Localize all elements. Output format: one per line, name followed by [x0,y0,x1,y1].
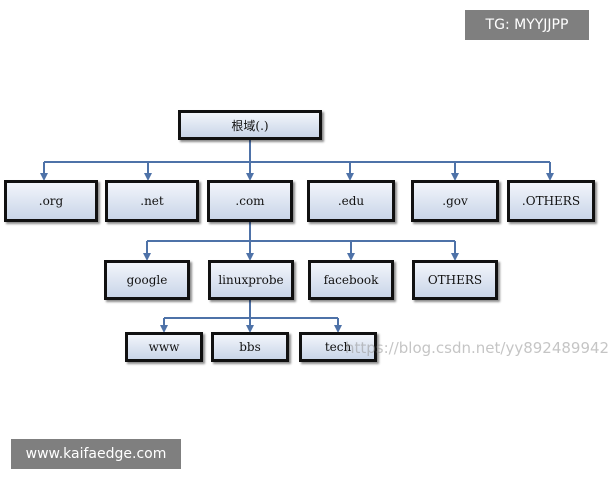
domain-label: linuxprobe [218,273,284,287]
tld-label: .OTHERS [521,194,581,208]
tld-node-org: .org [4,180,98,222]
tld-node-others: .OTHERS [507,180,595,222]
tld-label: .edu [337,194,365,208]
tld-node-net: .net [105,180,199,222]
host-label: bbs [239,340,261,354]
tld-label: .gov [442,194,468,208]
tld-node-com: .com [207,180,293,222]
tld-label: .com [235,194,265,208]
second-level-node-linuxprobe: linuxprobe [208,260,294,300]
root-domain-node: 根域(.) [178,110,322,140]
second-level-node-others: OTHERS [412,260,498,300]
host-label: tech [324,340,352,354]
host-node-bbs: bbs [211,332,289,362]
watermark-text: https://blog.csdn.net/yy892489942 [345,339,609,357]
host-node-www: www [125,332,203,362]
site-badge: www.kaifaedge.com [11,439,181,469]
domain-label: OTHERS [427,273,483,287]
tg-badge: TG: MYYJJPP [465,10,589,40]
second-level-node-facebook: facebook [308,260,394,300]
second-level-node-google: google [104,260,190,300]
root-domain-label: 根域(.) [231,118,269,133]
tld-node-gov: .gov [411,180,499,222]
host-label: www [148,340,180,354]
tld-label: .net [140,194,164,208]
host-node-tech: tech [299,332,377,362]
domain-label: google [126,273,168,287]
domain-label: facebook [323,273,379,287]
tld-label: .org [38,194,64,208]
tld-node-edu: .edu [307,180,395,222]
